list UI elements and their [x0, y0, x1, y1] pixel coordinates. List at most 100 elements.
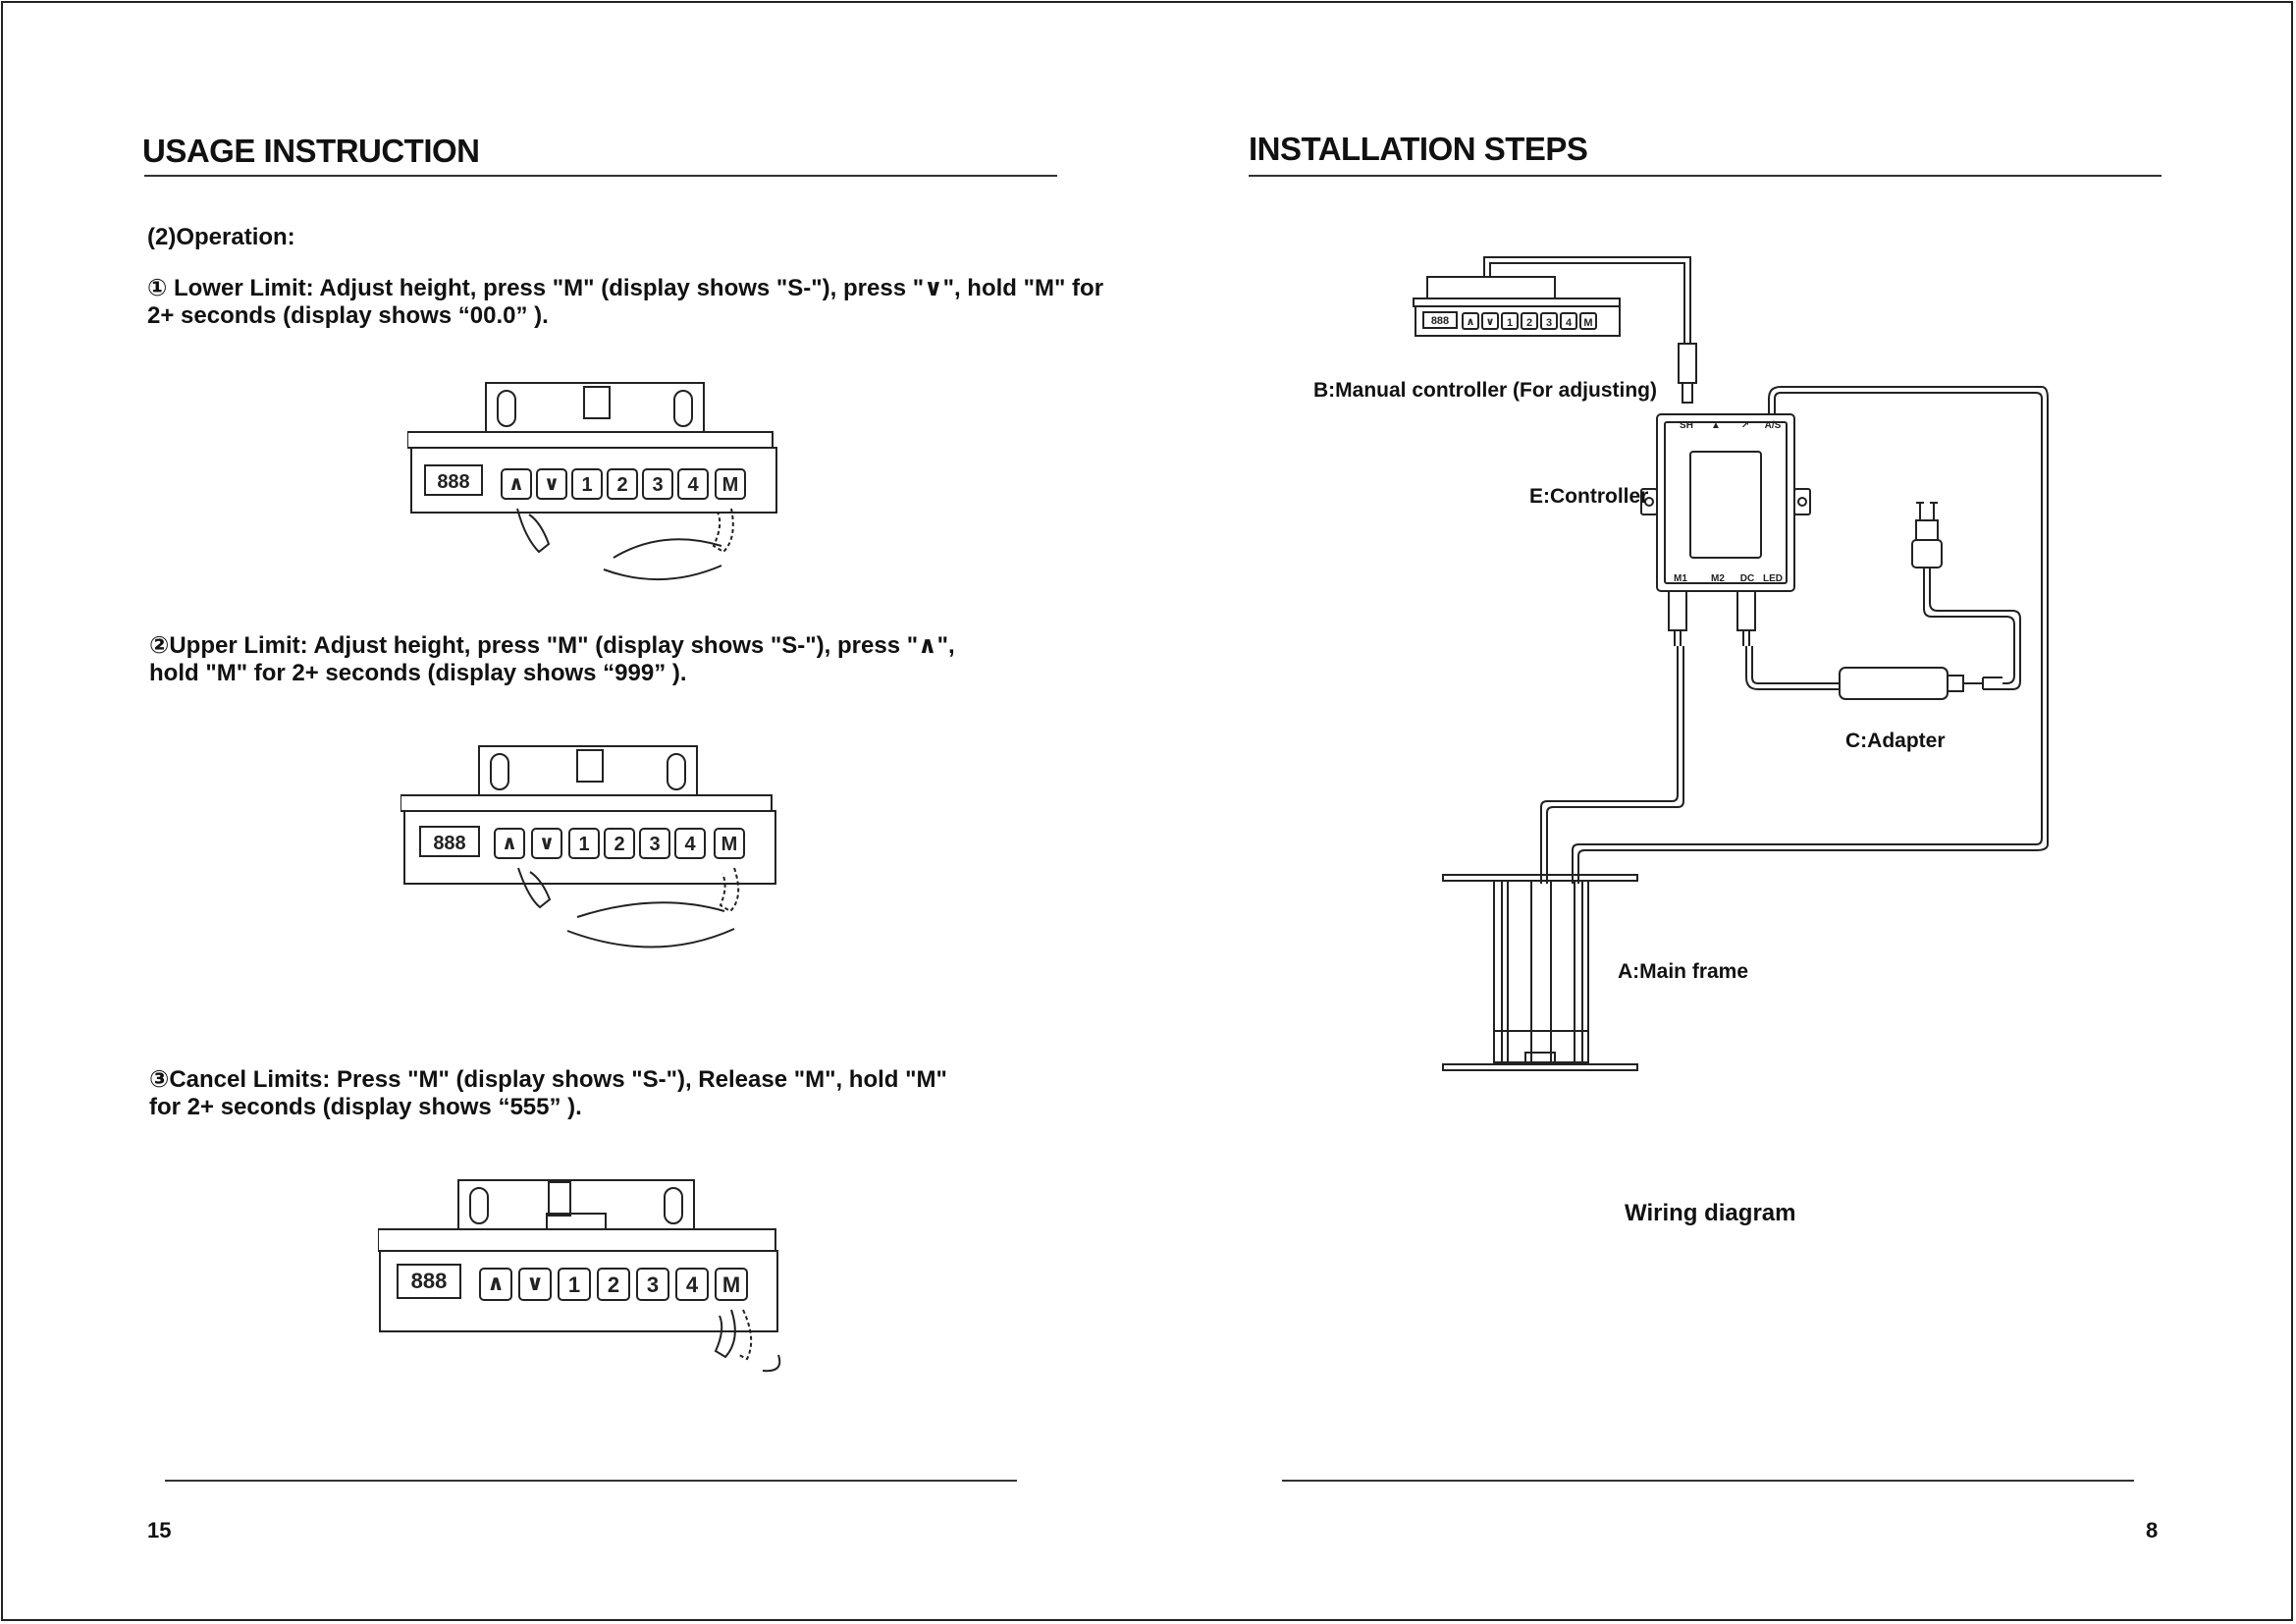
key-1-label: 1	[568, 1272, 580, 1297]
keypad-figure-upper-limit: 888 ∧ ∨ 1 2 3 4 M	[400, 745, 776, 948]
key-3	[642, 468, 673, 500]
keypad-figure-lower-limit: 888 ∧ ∨ 1 2 3 4 M	[407, 382, 777, 580]
main-frame	[1442, 874, 1638, 1071]
power-adapter	[1839, 667, 2002, 700]
left-heading-rule	[144, 175, 1057, 177]
step-lower-limit: ① Lower Limit: Adjust height, press "M" …	[147, 275, 1104, 330]
key-3-label: 3	[1546, 317, 1552, 329]
step-upper-limit-line2: hold "M" for 2+ seconds (display shows “…	[149, 660, 687, 686]
controller-loop-cable	[1572, 392, 2043, 884]
key-2-label: 2	[608, 1272, 619, 1297]
dc-connector	[1736, 590, 1756, 631]
right-footer-rule	[1282, 1480, 2134, 1482]
wiring-diagram: SH ▲ ↗ A/S M1 M2 DC LED 888 ∧ ∨ 1 2 3 4 …	[1413, 256, 2049, 1071]
mains-cable	[1923, 568, 2015, 684]
mounting-bracket	[485, 382, 705, 433]
curved-arrow-icon	[566, 928, 735, 948]
right-heading-rule	[1249, 175, 2162, 177]
bracket-slot	[667, 753, 686, 790]
step-upper-limit: ②Upper Limit: Adjust height, press "M" (…	[149, 632, 1072, 687]
key-1	[571, 468, 603, 500]
key-3-label: 3	[652, 474, 663, 496]
key-1-label: 1	[578, 834, 589, 855]
bracket-slot	[497, 390, 516, 427]
curved-arrow-icon	[613, 538, 722, 559]
down-key	[536, 468, 567, 500]
key-3	[636, 1268, 669, 1301]
m1-connector	[1668, 590, 1687, 631]
up-key-glyph: ∧	[508, 473, 524, 495]
bracket-slot	[490, 753, 509, 790]
keypad-display	[424, 464, 483, 496]
step-lower-limit-line1: ① Lower Limit: Adjust height, press "M" …	[147, 275, 1104, 301]
bracket-slot	[469, 1187, 489, 1224]
pointing-hand-icon	[714, 1309, 736, 1359]
key-2	[597, 1268, 630, 1301]
key-4	[677, 468, 709, 500]
step-lower-limit-line2: 2+ seconds (display shows “00.0” ).	[147, 302, 549, 329]
label-adapter: C:Adapter	[1845, 730, 1946, 752]
left-page-number: 15	[147, 1518, 172, 1543]
left-footer-rule	[165, 1480, 1017, 1482]
key-m-label: M	[721, 834, 738, 855]
key-4-label: 4	[687, 474, 699, 496]
key-m-label: M	[722, 474, 739, 496]
key-4	[674, 828, 706, 859]
key-m	[715, 1268, 748, 1301]
port-label-top: ▲	[1711, 420, 1721, 431]
bracket-clip	[576, 749, 604, 783]
keypad-top-bevel	[407, 431, 774, 449]
key-4-label: 4	[686, 1272, 699, 1297]
label-controller: E:Controller	[1529, 485, 1649, 508]
key-1-label: 1	[1507, 317, 1513, 329]
pointing-hand-icon	[738, 1309, 753, 1361]
bracket-slot	[673, 390, 693, 427]
display-digits: 888	[1431, 315, 1449, 327]
step-cancel-limits-line1: ③Cancel Limits: Press "M" (display shows…	[149, 1066, 947, 1093]
left-page-heading: USAGE INSTRUCTION	[142, 133, 480, 169]
pointing-hand-icon	[712, 508, 734, 554]
up-key-glyph: ∧	[502, 833, 517, 854]
key-1	[558, 1268, 591, 1301]
pointing-hand-icon	[516, 508, 551, 554]
m1-cable	[1546, 646, 1684, 884]
key-m	[715, 468, 746, 500]
label-manual-controller: B:Manual controller (For adjusting)	[1313, 379, 1657, 402]
key-m-label: M	[1583, 317, 1592, 329]
keypad-figure-cancel-limits: 888 ∧ ∨ 1 2 3 4 M	[378, 1179, 781, 1373]
curved-arrow-icon	[576, 901, 725, 918]
key-4	[675, 1268, 709, 1301]
pointing-hand-icon	[517, 867, 552, 909]
mains-plug-icon	[1911, 502, 1943, 568]
mains-cable	[1929, 568, 2021, 690]
key-1-label: 1	[581, 474, 592, 496]
mounting-bracket	[457, 1179, 695, 1230]
wiring-diagram-caption: Wiring diagram	[1625, 1200, 1796, 1226]
up-key	[494, 828, 525, 859]
key-m-label: M	[722, 1272, 740, 1297]
up-key-glyph: ∧	[1467, 316, 1475, 328]
down-key	[518, 1268, 552, 1301]
down-key-glyph: ∨	[526, 1271, 544, 1295]
step-cancel-limits-line2: for 2+ seconds (display shows “555” ).	[149, 1094, 582, 1120]
keypad-body	[410, 447, 777, 514]
controller-loop-cable	[1577, 386, 2049, 884]
port-label-bottom: LED	[1763, 573, 1783, 584]
bracket-slot	[664, 1187, 683, 1224]
down-key-glyph: ∨	[1486, 316, 1495, 328]
step-cancel-limits: ③Cancel Limits: Press "M" (display shows…	[149, 1066, 1072, 1121]
controller-box	[1640, 413, 1811, 592]
m1-cable	[1540, 646, 1679, 884]
display-digits: 888	[437, 471, 469, 493]
operation-title: (2)Operation:	[147, 224, 295, 250]
key-3-label: 3	[649, 834, 660, 855]
key-m	[714, 828, 745, 859]
cable-connector	[1682, 382, 1693, 404]
key-4-label: 4	[1566, 317, 1573, 329]
port-label-bottom: DC	[1740, 573, 1754, 584]
manual-controller-cable	[1483, 256, 1691, 344]
key-2	[607, 468, 638, 500]
keypad-top-bevel	[400, 794, 773, 812]
port-label-top: SH	[1680, 420, 1693, 431]
